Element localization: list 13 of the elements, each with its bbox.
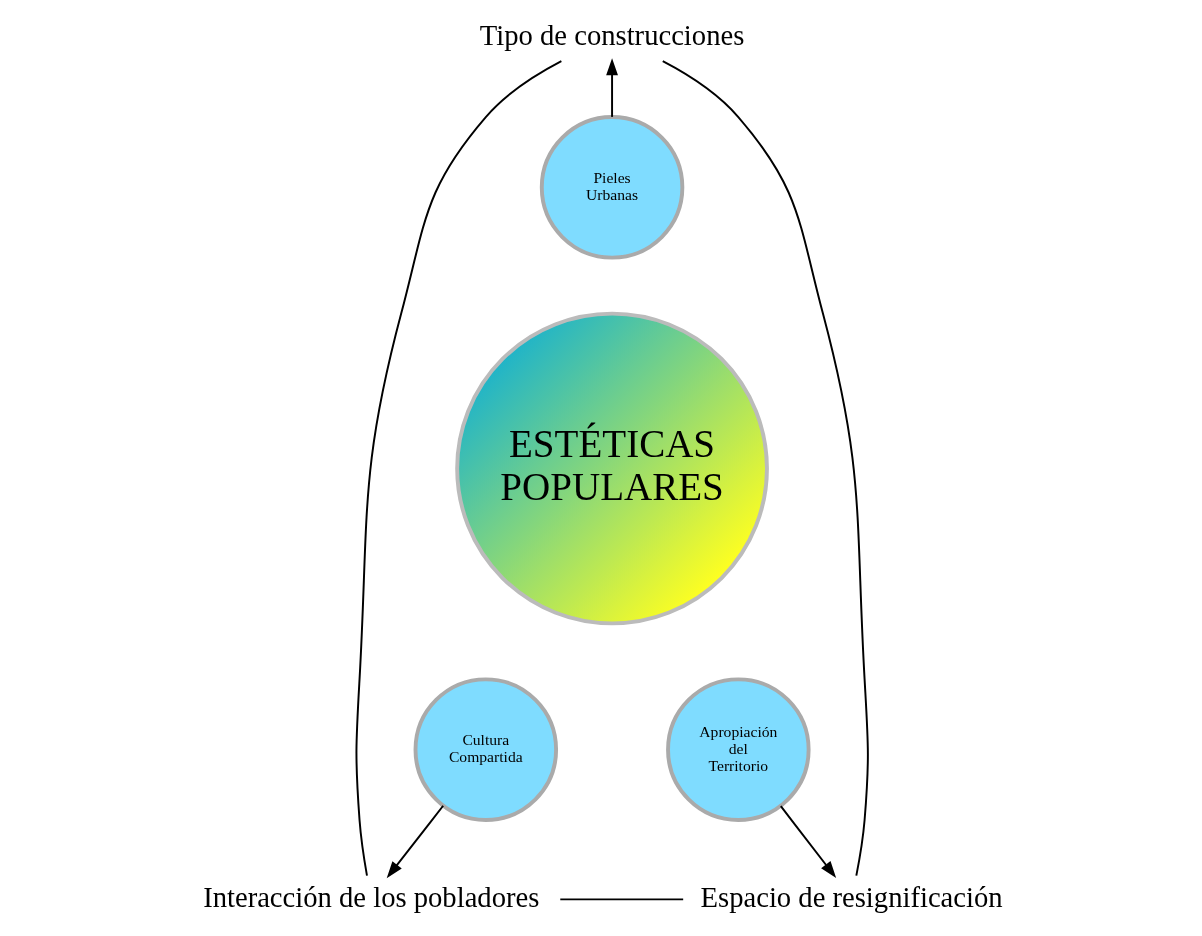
connector — [559, 897, 685, 900]
node-text: Espacio de resignificación — [700, 880, 1003, 913]
node-text: Interacción de los pobladores — [203, 880, 540, 913]
arrow — [779, 804, 837, 878]
node-text: Tipo de construcciones — [479, 18, 745, 51]
node-circle: Apropiación del Territorio — [666, 676, 811, 822]
connector — [661, 59, 869, 877]
connector — [355, 59, 563, 877]
node-circle: Cultura Compartida — [413, 676, 559, 822]
arrow — [386, 804, 445, 878]
node-circle: ESTÉTICAS POPULARES — [455, 311, 769, 625]
arrow — [606, 57, 618, 118]
node-circle: Pieles Urbanas — [539, 114, 685, 260]
